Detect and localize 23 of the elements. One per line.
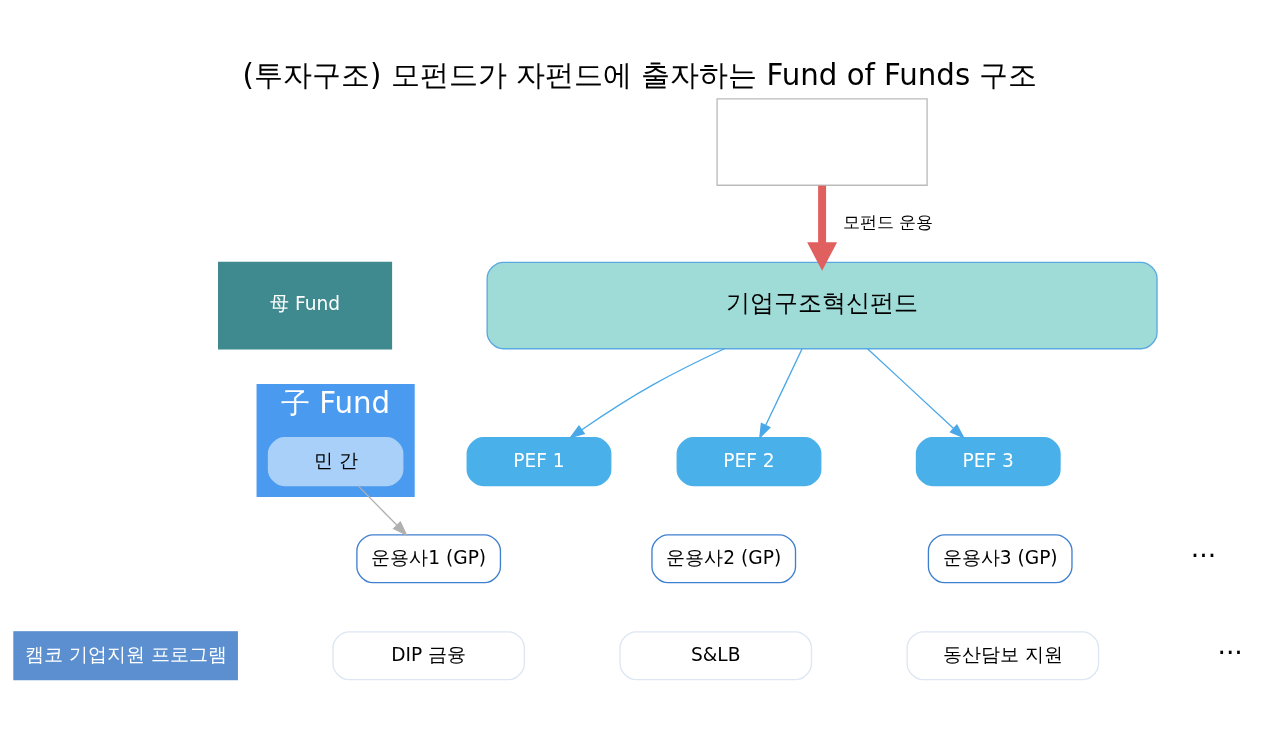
arrow (357, 485, 408, 537)
arrow (569, 348, 726, 439)
arrow (866, 348, 965, 439)
node-box: 민 간 (267, 437, 404, 487)
node-box: 동산담보 지원 (906, 631, 1100, 681)
diagram-title: (투자구조) 모펀드가 자펀드에 출자하는 Fund of Funds 구조 (242, 58, 1038, 93)
node-box: DIP 금융 (332, 631, 526, 681)
label: ··· (1190, 540, 1217, 572)
node-box: PEF 1 (466, 437, 612, 487)
node-box: S&LB (619, 631, 813, 681)
node-box: 운용사1 (GP) (356, 534, 502, 584)
node-box: PEF 2 (676, 437, 822, 487)
node-box: 母 Fund (218, 261, 393, 350)
node-box (716, 98, 928, 186)
node-box: 기업구조혁신펀드 (486, 261, 1158, 350)
edge-label: 모펀드 운용 (842, 212, 934, 233)
node-box: 운용사2 (GP) (651, 534, 797, 584)
label: ··· (1217, 637, 1243, 669)
arrow (759, 348, 803, 440)
node-box: PEF 3 (915, 437, 1061, 487)
node-box: 운용사3 (GP) (927, 534, 1073, 584)
arrow (807, 185, 838, 271)
node-box: 캠코 기업지원 프로그램 (13, 631, 238, 681)
